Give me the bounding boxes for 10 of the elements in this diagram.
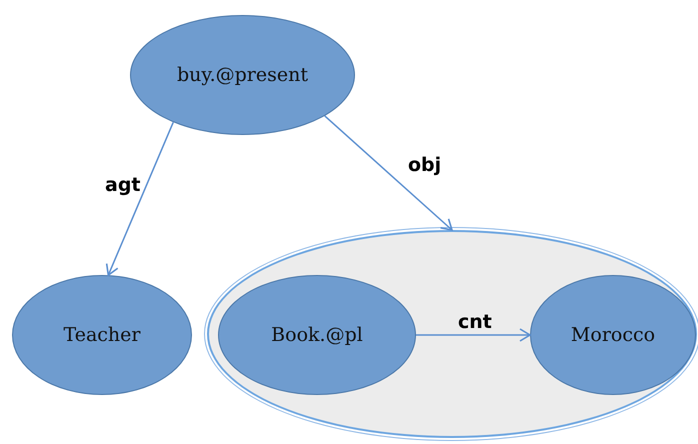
node-label: Book.@pl bbox=[271, 324, 363, 346]
node-label: Teacher bbox=[64, 324, 140, 346]
arrow bbox=[106, 122, 174, 276]
edge-label: agt bbox=[105, 174, 141, 196]
arrow bbox=[416, 328, 531, 342]
arrow bbox=[324, 115, 453, 231]
edge-label: obj bbox=[408, 154, 442, 176]
edge-label: cnt bbox=[458, 311, 492, 333]
node-label: buy.@present bbox=[176, 64, 308, 86]
node-label: Morocco bbox=[570, 324, 656, 346]
